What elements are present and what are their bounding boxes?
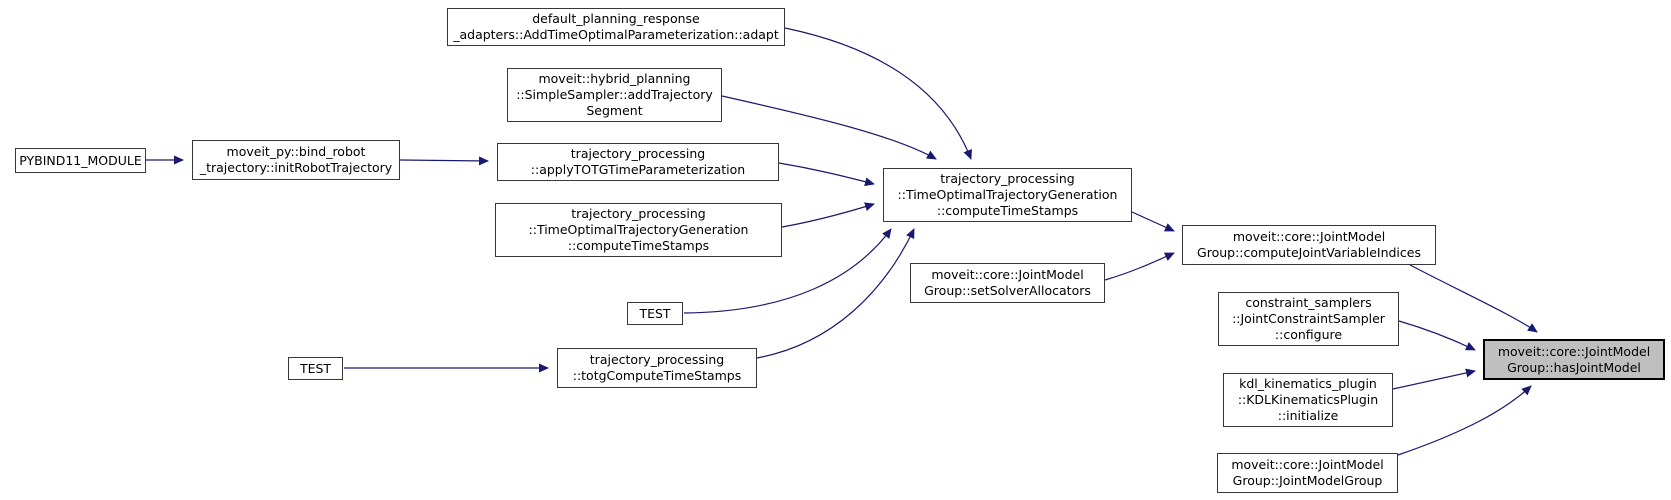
node-label-line: ::KDLKinematicsPlugin — [1237, 392, 1379, 407]
node-test-lower[interactable]: TEST — [288, 357, 343, 380]
node-label-line: ::totgComputeTimeStamps — [572, 368, 742, 383]
node-label-line: ::applyTOTGTimeParameterization — [530, 162, 746, 177]
node-label-line: default_planning_response — [532, 11, 700, 26]
node-label-line: trajectory_processing — [571, 206, 706, 221]
node-compute-time-stamps-center[interactable]: trajectory_processing::TimeOptimalTrajec… — [883, 168, 1132, 222]
node-label-line: moveit_py::bind_robot — [226, 144, 366, 159]
node-test-upper[interactable]: TEST — [627, 302, 683, 325]
node-label-line: Group::computeJointVariableIndices — [1197, 245, 1421, 260]
edge-compute-time-stamps-center-to-compute-joint-variable-indices — [1131, 211, 1175, 232]
node-label-line: Group::setSolverAllocators — [924, 283, 1091, 298]
node-pybind11-module[interactable]: PYBIND11_MODULE — [15, 148, 146, 173]
node-label-line: trajectory_processing — [570, 146, 706, 161]
node-label-line: TEST — [639, 305, 671, 321]
node-label-line: moveit::core::JointModel — [1497, 343, 1651, 359]
edge-add-trajectory-segment-to-compute-time-stamps-center — [721, 95, 937, 160]
node-label-line: moveit::hybrid_planning — [538, 71, 691, 86]
node-label-line: ::TimeOptimalTrajectoryGeneration — [897, 187, 1118, 202]
edges-group — [146, 27, 1538, 456]
node-label-line: Group::JointModelGroup — [1232, 473, 1383, 488]
node-label-line: trajectory_processing — [589, 352, 725, 367]
node-label-line: moveit::core::JointModel — [1231, 457, 1384, 472]
node-label-line: constraint_samplers — [1245, 295, 1372, 310]
node-label-line: Segment — [586, 103, 643, 118]
node-joint-constraint-sampler-configure[interactable]: constraint_samplers::JointConstraintSamp… — [1218, 292, 1399, 346]
edge-test-upper-to-compute-time-stamps-center — [683, 228, 892, 314]
node-totg-compute-time-stamps-free[interactable]: trajectory_processing::totgComputeTimeSt… — [557, 348, 757, 388]
node-label-line: moveit::core::JointModel — [1232, 229, 1386, 244]
node-label-line: ::JointConstraintSampler — [1232, 311, 1385, 326]
edge-apply-totg-time-parameterization-to-compute-time-stamps-center — [778, 162, 875, 187]
node-label-line: trajectory_processing — [940, 171, 1075, 186]
node-adapt[interactable]: default_planning_response_adapters::AddT… — [447, 8, 785, 46]
node-label-line: TEST — [299, 360, 332, 376]
node-label-line: _adapters::AddTimeOptimalParameterizatio… — [453, 27, 779, 42]
edge-init-robot-trajectory-to-apply-totg-time-parameterization — [399, 156, 489, 166]
node-add-trajectory-segment[interactable]: moveit::hybrid_planning::SimpleSampler::… — [507, 68, 722, 122]
node-label-line: ::computeTimeStamps — [567, 238, 710, 253]
node-apply-totg-time-parameterization[interactable]: trajectory_processing::applyTOTGTimePara… — [497, 143, 779, 181]
node-label-line: _trajectory::initRobotTrajectory — [199, 160, 393, 175]
node-label-line: ::TimeOptimalTrajectoryGeneration — [528, 222, 749, 237]
node-kdl-kinematics-plugin-initialize[interactable]: kdl_kinematics_plugin::KDLKinematicsPlug… — [1223, 373, 1393, 427]
edge-totg-compute-time-stamps-overload-to-compute-time-stamps-center — [781, 202, 875, 228]
edge-compute-joint-variable-indices-to-has-joint-model — [1409, 264, 1538, 333]
node-label-line: moveit::core::JointModel — [931, 267, 1084, 282]
node-label-line: ::computeTimeStamps — [936, 203, 1079, 218]
node-label-line: ::initialize — [1277, 408, 1339, 423]
node-totg-compute-time-stamps-overload[interactable]: trajectory_processing::TimeOptimalTrajec… — [495, 203, 782, 257]
edge-joint-constraint-sampler-configure-to-has-joint-model — [1398, 320, 1476, 351]
node-label-line: ::SimpleSampler::addTrajectory — [516, 87, 713, 102]
node-label-line: kdl_kinematics_plugin — [1239, 376, 1377, 391]
node-label-line: PYBIND11_MODULE — [19, 152, 142, 168]
node-label-line: ::configure — [1274, 327, 1343, 342]
edge-adapt-to-compute-time-stamps-center — [784, 27, 972, 160]
edge-joint-model-group-ctor-to-has-joint-model — [1397, 385, 1532, 456]
edge-set-solver-allocators-to-compute-joint-variable-indices — [1104, 252, 1175, 281]
node-label-line: Group::hasJointModel — [1507, 359, 1641, 375]
edge-kdl-kinematics-plugin-initialize-to-has-joint-model — [1392, 368, 1476, 390]
edge-totg-compute-time-stamps-free-to-compute-time-stamps-center — [756, 228, 915, 359]
node-init-robot-trajectory[interactable]: moveit_py::bind_robot_trajectory::initRo… — [192, 140, 400, 180]
